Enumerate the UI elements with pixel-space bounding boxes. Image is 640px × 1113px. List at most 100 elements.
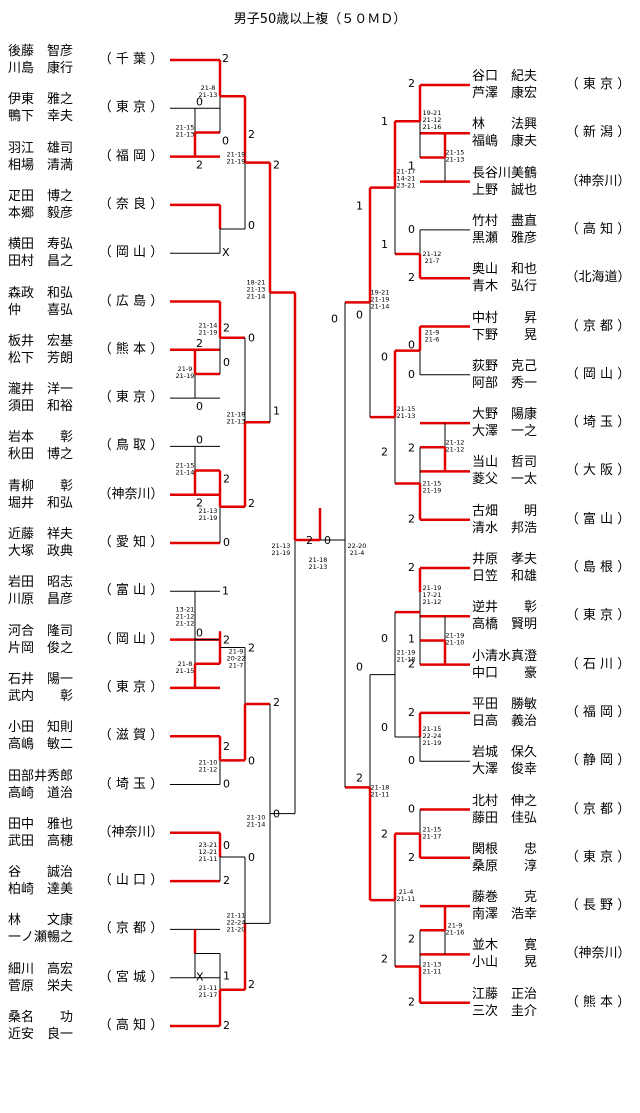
left-entry-player2: 大塚 政典	[8, 544, 74, 559]
set-scores: 14-21	[397, 175, 416, 183]
left-entry-player1: 河合 隆司	[8, 623, 74, 639]
score-label: 1	[273, 404, 280, 417]
left-entry-prefecture: （ 山 口 ）	[98, 873, 164, 889]
left-entry-player1: 森政 和弘	[8, 285, 74, 301]
score-label: 2	[222, 52, 229, 65]
right-entry-player1: 当山 哲司	[472, 455, 538, 471]
score-label: 0	[248, 851, 255, 864]
set-scores: 21-12	[446, 438, 465, 446]
set-scores: 21-11	[199, 855, 218, 863]
right-entry-player2: 日高 義治	[472, 713, 538, 729]
set-scores: 21-16	[446, 928, 465, 936]
set-scores: 21-14	[247, 821, 266, 829]
set-scores: 21-14	[371, 302, 390, 310]
right-entry-player2: 日笠 和雄	[472, 569, 538, 584]
set-scores: 21-14	[199, 322, 218, 330]
left-entry-player1: 板井 宏基	[8, 333, 74, 349]
set-scores: 21-10	[446, 638, 465, 646]
set-scores: 19-21	[423, 109, 442, 117]
right-entry-prefecture: （ 新 潟 ）	[565, 125, 631, 141]
set-scores: 21-11	[423, 967, 442, 975]
set-scores: 21-18	[397, 656, 416, 664]
score-label: 2	[408, 561, 415, 574]
left-entry-player1: 田部井秀郎	[8, 768, 74, 784]
set-scores: 21-9	[425, 329, 440, 337]
score-label: 2	[356, 771, 363, 784]
left-entry-player2: 武内 彰	[8, 688, 74, 704]
score-label: 0	[381, 721, 388, 734]
score-label: 2	[408, 271, 415, 284]
score-label: 1	[408, 632, 415, 645]
left-entry-prefecture: （ 千 葉 ）	[98, 52, 164, 67]
left-entry-player2: 川島 康行	[8, 61, 74, 76]
score-label: 2	[381, 828, 388, 841]
score-label: X	[196, 971, 204, 984]
right-entry-player2: 黒瀬 雅彦	[472, 230, 538, 246]
right-entry-prefecture: （神奈川）	[565, 173, 631, 189]
set-scores: 21-15	[423, 826, 442, 834]
score-label: 0	[196, 400, 203, 413]
left-entry-prefecture: （ 東 京 ）	[98, 100, 164, 116]
left-entry-prefecture: （ 滋 賀 ）	[98, 728, 164, 744]
left-entry-player1: 岩田 昭志	[8, 575, 74, 591]
set-scores: 21-19	[423, 584, 442, 592]
set-scores: 21-19	[176, 372, 195, 380]
set-scores: 21-6	[425, 336, 440, 344]
score-label: 2	[248, 978, 255, 991]
right-entry-player2: 清水 邦浩	[472, 520, 538, 536]
score-label: 1	[381, 238, 388, 251]
score-label: 2	[408, 932, 415, 945]
right-entry-player1: 岩城 保久	[472, 745, 538, 761]
right-entry-prefecture: （ 東 京 ）	[565, 608, 631, 624]
left-entry-player1: 谷 誠治	[8, 865, 74, 881]
set-scores: 12-21	[199, 848, 218, 856]
left-entry-prefecture: （ 東 京 ）	[98, 679, 164, 695]
left-entry-prefecture: （ 富 山 ）	[98, 583, 164, 599]
set-scores: 21-12	[423, 116, 442, 124]
right-entry-prefecture: （ 岡 山 ）	[565, 366, 631, 382]
right-entry-player2: 三次 圭介	[472, 1003, 538, 1019]
right-entry-player1: 竹村 盡直	[472, 213, 538, 229]
score-label: 0	[196, 627, 203, 640]
set-scores: 21-7	[229, 662, 244, 670]
set-scores: 21-13	[397, 412, 416, 420]
final-set-scores-right: 22-20	[348, 542, 367, 550]
set-scores: 21-12	[199, 765, 218, 773]
left-entry-prefecture: （ 愛 知 ）	[98, 535, 164, 550]
right-entry-player1: 藤巻 克	[472, 890, 538, 906]
right-entry-player2: 上野 誠也	[472, 182, 538, 198]
set-scores: 21-19	[227, 151, 246, 159]
set-scores: 21-14	[176, 469, 195, 477]
score-label: X	[222, 246, 230, 259]
set-scores: 21-18	[371, 783, 390, 791]
score-label: 2	[408, 851, 415, 864]
score-label: 0	[196, 433, 203, 446]
right-entry-player1: 中村 昇	[472, 310, 538, 326]
set-scores: 21-13	[446, 155, 465, 163]
left-entry-player2: 相場 清満	[8, 157, 74, 173]
set-scores: 19-21	[371, 288, 390, 296]
set-scores: 21-19	[199, 329, 218, 337]
right-entry-player1: 古畑 明	[472, 503, 538, 519]
set-scores: 21-15	[446, 148, 465, 156]
right-entry-player1: 逆井 彰	[472, 600, 538, 616]
score-label: 0	[223, 778, 230, 791]
set-scores: 18-21	[247, 278, 266, 286]
score-label: 1	[408, 159, 415, 172]
score-label: 0	[223, 839, 230, 852]
right-entry-player1: 江藤 正治	[472, 986, 538, 1002]
right-entry-prefecture: （神奈川）	[565, 946, 631, 962]
left-entry-player2: 片岡 俊之	[8, 640, 74, 656]
set-scores: 21-17	[397, 168, 416, 176]
left-entry-prefecture: （神奈川）	[98, 486, 164, 502]
score-label: 1	[381, 115, 388, 128]
score-label: 2	[273, 696, 280, 709]
score-label: 2	[223, 874, 230, 887]
set-scores: 23-21	[199, 841, 218, 849]
left-entry-player2: 秋田 博之	[8, 447, 74, 463]
score-label: 2	[408, 77, 415, 90]
final-set-scores-center: 21-18	[309, 556, 328, 564]
right-entry-player2: 藤田 佳弘	[472, 810, 538, 826]
score-label: 2	[408, 706, 415, 719]
